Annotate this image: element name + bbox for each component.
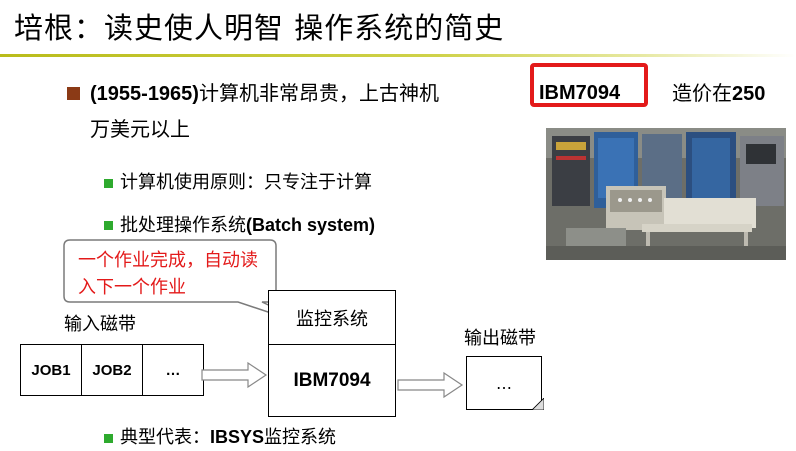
bullet-1-ibm7094: IBM7094	[539, 82, 621, 104]
bullet-1-price-text: 造价在	[672, 81, 732, 105]
sub-bullet-2-text: 批处理操作系统	[120, 215, 246, 236]
bullet-marker	[67, 87, 80, 100]
sub-bullet-marker	[104, 434, 113, 443]
bullet-1-price-number: 250	[732, 83, 766, 105]
sub-bullet-2-bold: (Batch system)	[246, 215, 376, 235]
output-arrow	[397, 371, 464, 399]
monitor-system-label: 监控系统	[296, 308, 368, 330]
last-bullet: 典型代表：IBSYS监控系统	[120, 424, 336, 451]
tape-cell-label: JOB1	[31, 361, 71, 379]
tape-cell-more: …	[142, 344, 204, 396]
sub-bullet-2: 批处理操作系统(Batch system)	[120, 211, 375, 240]
input-tape-label: 输入磁带	[64, 314, 136, 335]
sub-bullet-marker	[104, 179, 113, 188]
output-tape-label: 输出磁带	[464, 328, 536, 349]
last-bullet-bold: IBSYS	[210, 427, 265, 447]
ibm7094-photo	[546, 128, 786, 260]
bullet-1-line2: 万美元以上	[90, 117, 190, 141]
tape-cell-label: …	[165, 361, 181, 379]
last-bullet-tail: 监控系统	[264, 427, 337, 448]
bullet-1-line1: (1955-1965)计算机非常昂贵，上古神机	[90, 78, 439, 109]
slide-title: 培根：读史使人明智 操作系统的简史	[14, 11, 505, 45]
last-bullet-text: 典型代表：	[120, 427, 210, 448]
output-tape-cell: …	[466, 356, 542, 410]
title-underline	[0, 54, 796, 57]
ibm7094-label: IBM7094	[293, 369, 371, 391]
tape-cell-job2: JOB2	[81, 344, 143, 396]
tape-cell-job1: JOB1	[20, 344, 82, 396]
callout-text: 一个作业完成，自动读入下一个作业	[78, 250, 258, 298]
sub-bullet-marker	[104, 221, 113, 230]
input-arrow	[201, 361, 268, 389]
monitor-system-box: 监控系统	[268, 290, 396, 345]
bullet-1-years: (1955-1965)	[90, 83, 199, 105]
highlight-box	[530, 63, 648, 107]
sub-bullet-1: 计算机使用原则：只专注于计算	[120, 172, 372, 193]
tape-cell-label: JOB2	[92, 361, 132, 379]
output-tape-cell-label: …	[496, 373, 512, 393]
bullet-1-text: 计算机非常昂贵，上古神机	[198, 81, 439, 105]
bullet-1-price: 造价在250	[672, 78, 765, 109]
output-tape-fold	[532, 398, 544, 410]
ibm7094-box: IBM7094	[268, 344, 396, 417]
